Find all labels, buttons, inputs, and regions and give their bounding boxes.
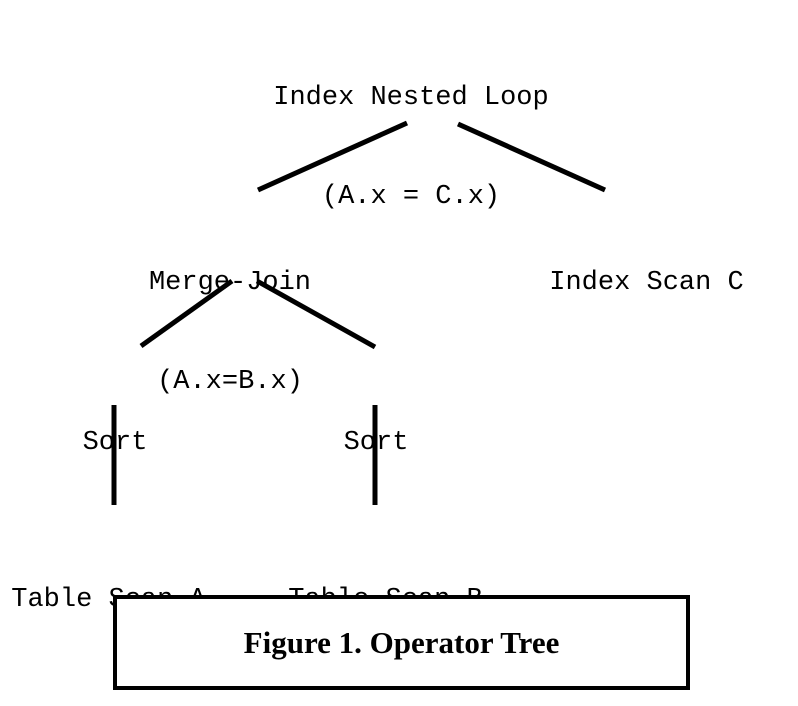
node-index-scan-c: Index Scan C (548, 201, 745, 366)
node-sort-left-line1: Sort (82, 428, 148, 458)
node-merge-join-line2: (A.x=B.x) (157, 367, 303, 397)
node-sort-right-line1: Sort (343, 428, 409, 458)
node-merge-join-line1: Merge-Join (148, 268, 312, 298)
node-index-scan-c-line1: Index Scan C (549, 268, 744, 298)
edge-root-to-index-scan-c (456, 121, 607, 193)
edge-root-to-merge-join (256, 120, 409, 193)
node-sort-left: Sort (82, 361, 148, 526)
edge-merge-join-to-sort-left (139, 278, 234, 349)
figure-caption-box: Figure 1. Operator Tree (113, 595, 690, 690)
node-index-nested-loop-line2: (A.x = C.x) (321, 182, 501, 212)
node-sort-right: Sort (343, 361, 409, 526)
edge-merge-join-to-sort-right (255, 278, 377, 350)
node-merge-join: Merge-Join (A.x=B.x) (148, 201, 312, 465)
node-index-nested-loop-line1: Index Nested Loop (273, 83, 549, 113)
node-index-nested-loop: Index Nested Loop (A.x = C.x) (272, 16, 550, 280)
figure-caption-text: Figure 1. Operator Tree (243, 624, 560, 660)
